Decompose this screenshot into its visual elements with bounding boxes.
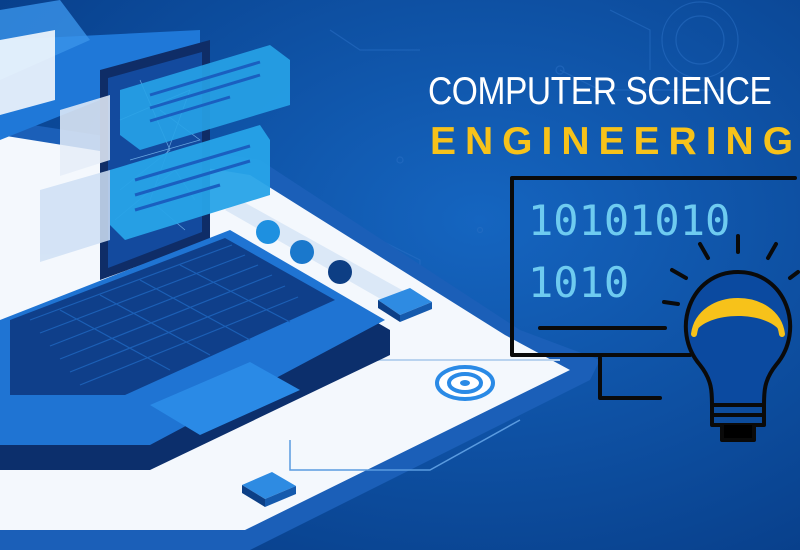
chat-bubble-icon [120,45,290,150]
binary-text-line2: 1010 [528,258,630,307]
floating-key [378,288,432,322]
paper-cards [0,30,110,262]
lightbulb-icon [662,234,800,442]
indicator-dots [256,220,352,284]
binary-text-line1: 10101010 [528,196,731,245]
target-icon [435,365,495,401]
laptop-icon [0,230,390,470]
headline-engineering: ENGINEERING [430,120,800,163]
headline-computer-science: COMPUTER SCIENCE [428,70,772,113]
monitor-icon [510,176,797,400]
chat-bubble-icon-2 [110,125,270,240]
floating-key-2 [242,472,296,507]
